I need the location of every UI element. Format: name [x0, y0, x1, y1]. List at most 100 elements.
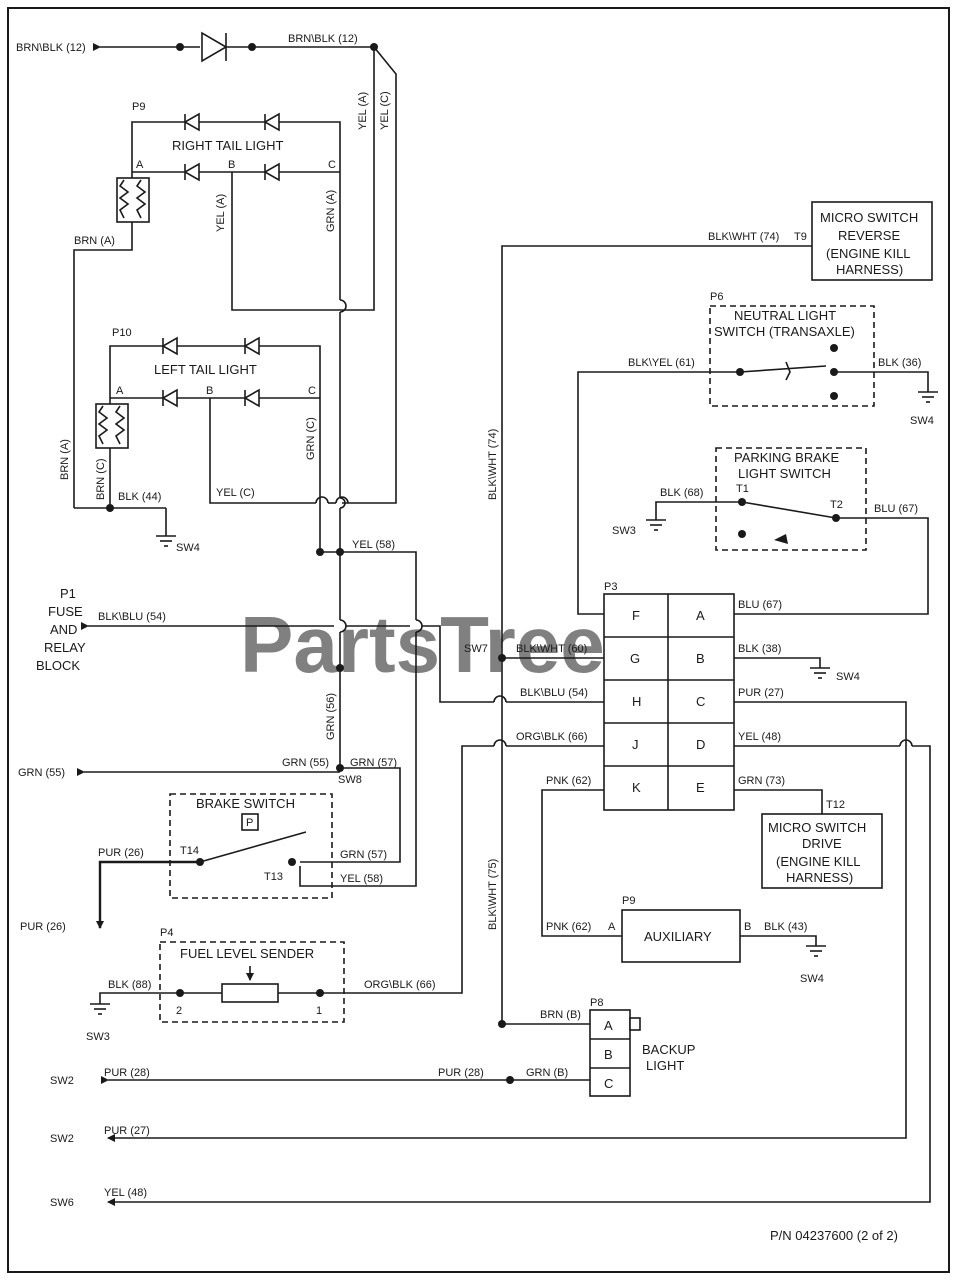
connector-label: P9 — [132, 101, 145, 113]
wire-label: PNK (62) — [546, 921, 591, 933]
diode-icon — [243, 388, 260, 408]
component-title: BACKUP — [642, 1042, 695, 1057]
ground-label: SW2 — [50, 1133, 74, 1145]
wire-label: PUR (27) — [104, 1125, 150, 1137]
ground-label: SW7 — [464, 643, 488, 655]
wire-label: GRN (55) — [18, 767, 65, 779]
component-title: SWITCH (TRANSAXLE) — [714, 324, 855, 339]
wire-label: GRN (55) — [282, 757, 329, 769]
wire-label: BLK (44) — [118, 491, 161, 503]
pin-label: B — [206, 385, 213, 397]
wire-label: BLK\BLU (54) — [98, 611, 166, 623]
wire-label: YEL (A) — [215, 194, 227, 232]
blk-wht-bus: BLK\WHT (74) T9 BLK\WHT (74) BLK\WHT (75… — [464, 231, 812, 1028]
diode-icon — [263, 162, 280, 182]
led-icon — [263, 112, 280, 132]
wire-label: ORG\BLK (66) — [364, 979, 436, 991]
right-tail-light: P9 RIGHT TAIL LIGHT A B C BRN (A) YEL (A… — [73, 101, 347, 508]
wire-label: BRN\BLK (12) — [16, 42, 86, 54]
terminal-label: T2 — [830, 499, 843, 511]
component-title: RIGHT TAIL LIGHT — [172, 138, 284, 153]
pin-label: 1 — [316, 1005, 322, 1017]
wire-label: YEL (C) — [379, 91, 391, 130]
wire-label: YEL (58) — [352, 539, 395, 551]
ground-label: SW4 — [910, 415, 934, 427]
wire-label: PUR (26) — [98, 847, 144, 859]
component-title: HARNESS) — [836, 262, 903, 277]
wire-label: BLU (67) — [738, 599, 782, 611]
connector-label: P8 — [590, 997, 603, 1009]
wire-label: PUR (26) — [20, 921, 66, 933]
led-icon — [183, 112, 200, 132]
connector-label: P6 — [710, 291, 723, 303]
auxiliary: P9 AUXILIARY PNK (62) A B BLK (43) SW4 — [546, 895, 826, 985]
fuse-relay-line: P1 FUSE AND RELAY BLOCK BLK\BLU (54) BLK… — [36, 586, 604, 703]
ground-label: SW6 — [50, 1197, 74, 1209]
terminal-label: T13 — [264, 871, 283, 883]
component-title: (ENGINE KILL — [826, 246, 911, 261]
wire-label: BRN\BLK (12) — [288, 33, 358, 45]
wire-label: BRN (A) — [74, 235, 115, 247]
wire-label: BLK\WHT (74) — [487, 429, 499, 500]
ground-label: SW3 — [86, 1031, 110, 1043]
pin-label: A — [696, 608, 705, 623]
wire-label: BLK\WHT (75) — [487, 859, 499, 930]
ground-label: SW3 — [612, 525, 636, 537]
ground-label: SW2 — [50, 1075, 74, 1087]
led-icon — [243, 336, 260, 356]
wire-label: BLK\YEL (61) — [628, 357, 695, 369]
component-title: FUSE — [48, 604, 83, 619]
wire-label: GRN (C) — [305, 417, 317, 460]
wire-label: BLK\BLU (54) — [520, 687, 588, 699]
wire-label: GRN (B) — [526, 1067, 568, 1079]
terminal-label: T14 — [180, 845, 199, 857]
wire-label: BLK (68) — [660, 487, 703, 499]
wire-label: PUR (27) — [738, 687, 784, 699]
connector-label: P9 — [622, 895, 635, 907]
part-number: P/N 04237600 (2 of 2) — [770, 1228, 898, 1243]
pin-label: H — [632, 694, 641, 709]
pin-label: C — [308, 385, 316, 397]
wire-label: BLK (36) — [878, 357, 921, 369]
component-title: NEUTRAL LIGHT — [734, 308, 836, 323]
terminal-label: T9 — [794, 231, 807, 243]
component-label: P — [246, 817, 253, 829]
connector-label: P3 — [604, 581, 617, 593]
pin-label: F — [632, 608, 640, 623]
wire-label: PNK (62) — [546, 775, 591, 787]
wire-label: BLK\WHT (60) — [516, 643, 587, 655]
pin-label: A — [136, 159, 144, 171]
led-icon — [161, 336, 178, 356]
component-title: (ENGINE KILL — [776, 854, 861, 869]
connector-label: P1 — [60, 586, 76, 601]
bottom-outputs: SW2 SW2 PUR (27) SW6 YEL (48) — [50, 1075, 150, 1209]
wire-label: GRN (73) — [738, 775, 785, 787]
component-title: AND — [50, 622, 77, 637]
pin-label: A — [604, 1018, 613, 1033]
wire-label: GRN (A) — [325, 190, 337, 232]
led-icon — [161, 388, 178, 408]
frame — [7, 7, 950, 1273]
component-title: HARNESS) — [786, 870, 853, 885]
wire-label: BRN (B) — [540, 1009, 581, 1021]
pin-label: D — [696, 737, 705, 752]
wire-label: PUR (28) — [438, 1067, 484, 1079]
diode-icon — [201, 31, 228, 63]
wire-label: GRN (56) — [325, 693, 337, 740]
watermark: PartsTree — [240, 600, 605, 689]
neutral-light-switch: P6 NEUTRAL LIGHT SWITCH (TRANSAXLE) BLK\… — [577, 291, 938, 615]
pin-label: C — [328, 159, 336, 171]
pin-label: E — [696, 780, 705, 795]
fuel-level-sender: P4 FUEL LEVEL SENDER 2 1 BLK (88) SW3 OR… — [86, 731, 604, 1043]
ground-label: SW8 — [338, 774, 362, 786]
pin-label: A — [608, 921, 616, 933]
left-tail-light: P10 LEFT TAIL LIGHT A B C BRN (C) BRN (A… — [59, 327, 349, 554]
component-title: MICRO SWITCH — [820, 210, 918, 225]
micro-switch-drive: MICRO SWITCH DRIVE (ENGINE KILL HARNESS) — [761, 813, 883, 889]
component-title: DRIVE — [802, 836, 842, 851]
wire-label: YEL (A) — [357, 92, 369, 130]
brake-switch: BRAKE SWITCH P T14 T13 PUR (26) PUR (26)… — [20, 793, 387, 933]
connector-label: P10 — [112, 327, 132, 339]
component-title: REVERSE — [838, 228, 900, 243]
